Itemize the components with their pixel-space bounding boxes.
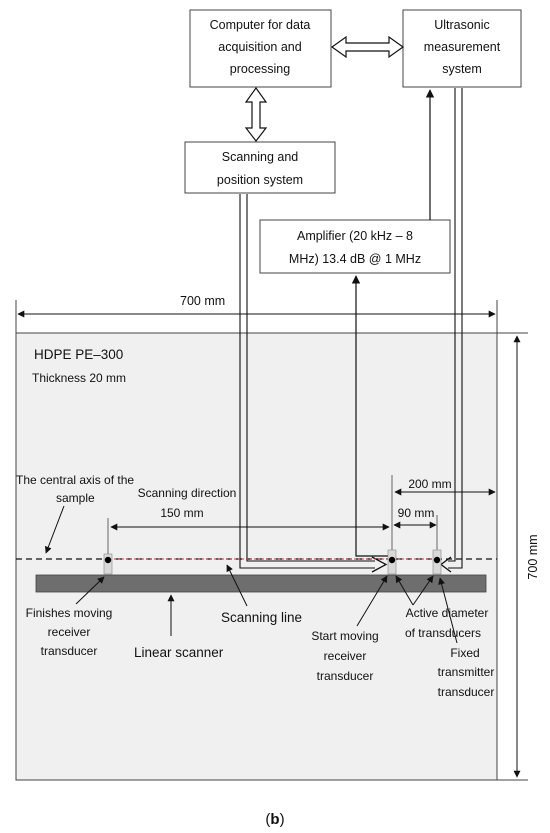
linear-scanner-bar [35,574,487,593]
computer-line-2: acquisition and [218,40,301,54]
fixed-label-3: transducer [438,685,495,699]
finish-transducer-body [103,553,113,575]
central-axis-label-1: The central axis of the [16,473,134,487]
active-label-2: of transducers [405,626,481,640]
scanning-line-1: Scanning and [222,150,299,164]
finishes-label-3: transducer [41,644,98,658]
fixed-label-1: Fixed [450,646,479,660]
amplifier-box: Amplifier (20 kHz – 8 MHz) 13.4 dB @ 1 M… [259,219,451,274]
central-axis-label-2: sample [56,491,95,505]
finishes-pointer [75,576,105,605]
active-label-1: Active diameter [406,606,489,620]
fixed-pointer [438,577,458,644]
ultrasonic-box: Ultrasonic measurement system [402,9,522,88]
central-axis-pointer [44,505,65,554]
scanning-line-label: Scanning line [221,610,302,625]
amplifier-line-2: MHz) 13.4 dB @ 1 MHz [289,252,421,266]
computer-scanning-double-arrow [244,86,268,142]
computer-line-3: processing [230,62,290,76]
finish-transducer-dot [104,556,112,564]
finishes-label-2: receiver [48,625,91,639]
width-dimension-label: 700 mm [180,294,225,308]
height-dimension-label: 700 mm [526,534,540,579]
scanning-direction-label: Scanning direction [138,486,237,500]
active-pointer-left [395,575,414,606]
ultrasonic-to-transmitter-arrow [448,88,463,569]
start-label-3: transducer [317,669,374,683]
fixed-transducer-dot [433,556,441,564]
start-transducer-dot [388,556,396,564]
ultrasonic-line-1: Ultrasonic [434,18,490,32]
dim-200-label: 200 mm [408,477,451,491]
receiver-to-amplifier-arrow [351,275,388,557]
caption-letter: b [270,811,279,828]
ultrasonic-line-2: measurement [424,40,501,54]
linear-scanner-label: Linear scanner [134,645,224,660]
scanning-line-2: position system [217,173,303,187]
sample-thickness-label: Thickness 20 mm [32,371,126,385]
finishes-label-1: Finishes moving [26,606,113,620]
caption-open: ( [265,811,270,828]
caption-close: ) [280,811,285,828]
start-label-2: receiver [324,649,367,663]
ultrasonic-line-3: system [442,62,482,76]
sample-plate [15,332,498,781]
computer-ultrasonic-double-arrow [330,35,405,59]
start-pointer [356,575,388,627]
active-pointer-right [412,575,434,606]
fixed-label-2: transmitter [438,665,495,679]
computer-line-1: Computer for data [210,18,311,32]
amplifier-line-1: Amplifier (20 kHz – 8 [297,229,413,243]
sample-material-label: HDPE PE–300 [34,347,123,362]
dim-150-label: 150 mm [160,506,203,520]
scanning-box: Scanning and position system [184,141,336,194]
start-label-1: Start moving [311,629,378,643]
dim-90-label: 90 mm [398,506,435,520]
computer-box: Computer for data acquisition and proces… [189,9,332,88]
scanning-line-pointer [226,564,248,607]
figure-caption: (b) [265,811,284,828]
